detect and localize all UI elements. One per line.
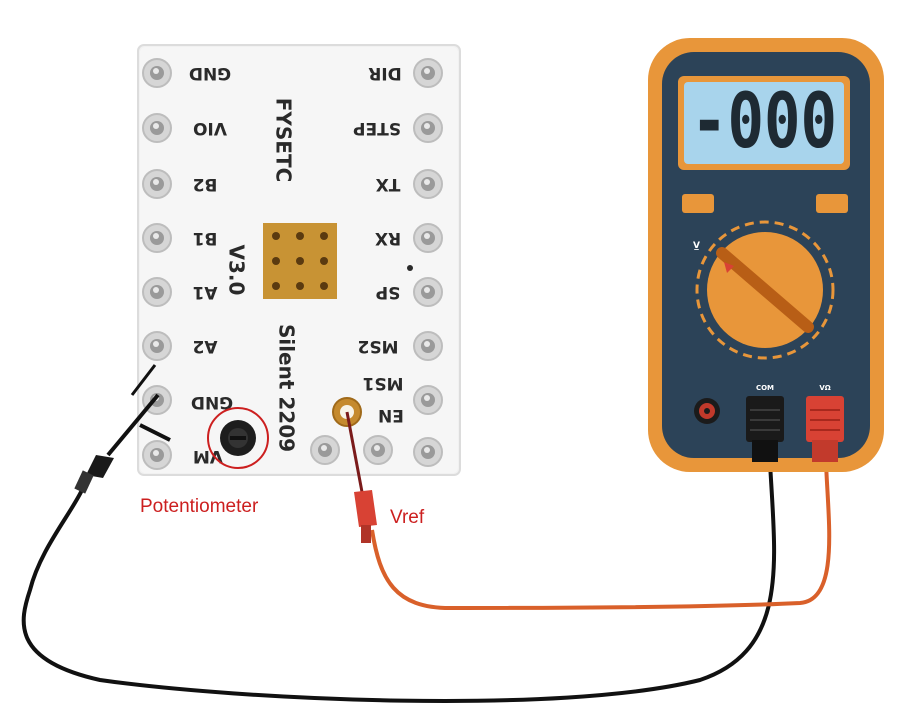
thermal-pad-grid xyxy=(263,223,337,299)
left-pin-label: B2 xyxy=(193,174,218,194)
multimeter: -000 V̲ COM VΩ xyxy=(648,38,884,472)
left-pin: A1 xyxy=(142,277,218,307)
orange-probe-wire xyxy=(370,461,832,611)
com-jack-label: COM xyxy=(756,384,774,392)
v-ohm-jack-label: VΩ xyxy=(819,384,830,392)
black-probe-wire xyxy=(21,461,777,703)
right-pin-label: MS1 xyxy=(363,373,404,393)
right-pin: EN xyxy=(378,405,443,467)
right-pin-label: TX xyxy=(376,174,401,194)
right-pin: STEP xyxy=(353,113,443,143)
dial-pointer-icon xyxy=(724,262,734,273)
left-pin-label: VIO xyxy=(193,118,227,138)
left-pin: B2 xyxy=(142,169,218,199)
driver-board: GND VIO B2 B1 A1 A2 xyxy=(137,44,461,476)
right-pin-label: DIR xyxy=(368,63,402,83)
vref-label: Vref xyxy=(390,507,425,528)
left-pin: VM xyxy=(142,440,223,470)
left-function-button xyxy=(682,194,714,213)
rotary-dial: V̲ xyxy=(693,220,835,360)
right-pin-label: EN xyxy=(378,405,404,425)
multimeter-lcd: -000 xyxy=(678,76,850,170)
right-pin-label: MS2 xyxy=(358,336,399,356)
left-pin-label: GND xyxy=(189,63,231,83)
left-pin-label: VM xyxy=(193,446,223,466)
potentiometer xyxy=(220,420,256,456)
left-pin-label: GND xyxy=(191,392,233,412)
right-pin: MS1 xyxy=(363,373,443,415)
right-pin: MS2 xyxy=(358,331,443,361)
multimeter-display: -000 xyxy=(691,76,837,165)
extra-input-jack xyxy=(694,398,720,424)
right-pin: TX xyxy=(376,169,443,199)
board-brand: FYSETC xyxy=(272,98,296,183)
left-pin: B1 xyxy=(142,223,218,253)
right-pin: SP xyxy=(376,265,443,307)
com-plug xyxy=(746,396,784,462)
left-pin-label: A2 xyxy=(193,336,218,356)
left-pin-label: A1 xyxy=(193,282,218,302)
potentiometer-highlight xyxy=(207,407,269,469)
right-pin-label: SP xyxy=(376,282,401,302)
right-pin: DIR xyxy=(368,58,443,88)
board-model: Silent 2209 xyxy=(275,324,299,452)
bottom-pin-row xyxy=(310,435,393,465)
right-function-button xyxy=(816,194,848,213)
left-pin: GND xyxy=(142,58,231,88)
right-pin-label: STEP xyxy=(353,118,401,138)
right-pin-label: RX xyxy=(375,228,401,248)
board-version: V3.0 xyxy=(225,245,249,296)
left-pin: A2 xyxy=(142,331,218,361)
potentiometer-label: Potentiometer xyxy=(140,496,259,517)
left-pin-label: B1 xyxy=(193,228,218,248)
black-probe xyxy=(74,364,171,494)
voltage-symbol-icon: V̲ xyxy=(693,241,700,251)
red-probe xyxy=(345,411,377,543)
left-pin-column: GND VIO B2 B1 A1 A2 xyxy=(142,58,233,470)
right-pin: RX xyxy=(375,223,443,253)
right-pin-column: DIR STEP TX RX SP MS2 xyxy=(353,58,443,467)
v-ohm-plug xyxy=(806,396,844,462)
left-pin: VIO xyxy=(142,113,227,143)
